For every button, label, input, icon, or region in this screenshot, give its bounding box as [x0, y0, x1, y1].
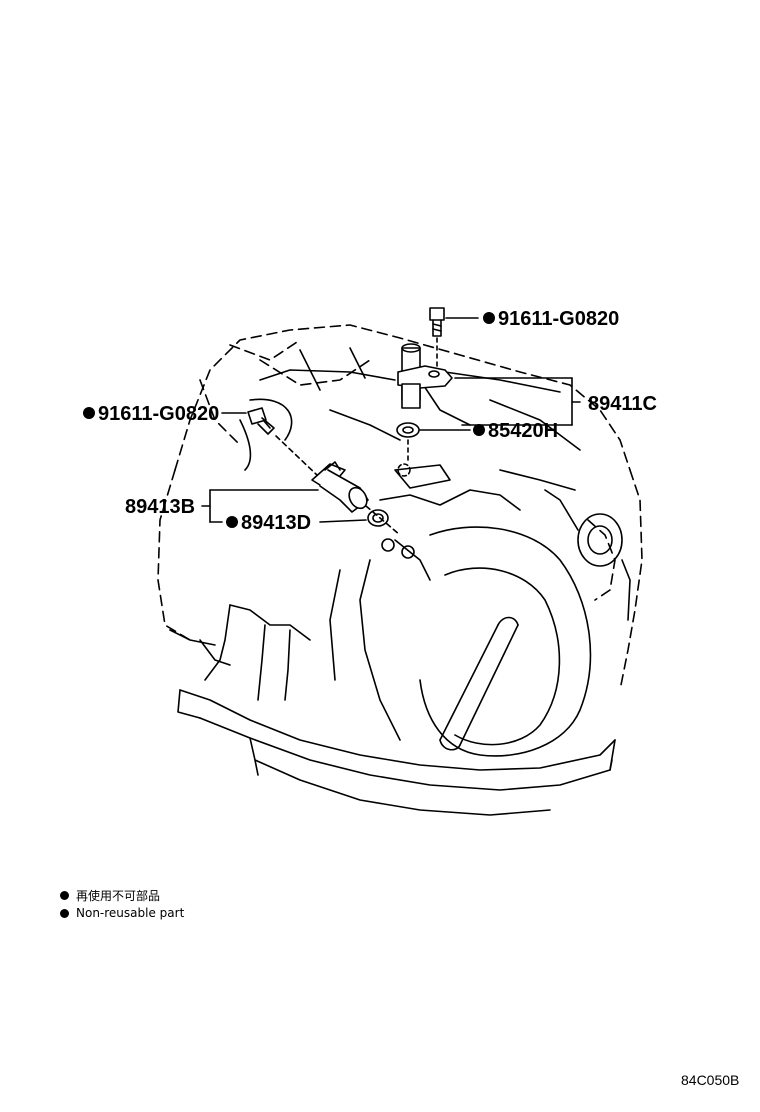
legend-row-english: Non-reusable part — [60, 904, 184, 922]
oil-pan — [169, 604, 616, 816]
callout-speed-sensor: 89413B — [125, 496, 195, 518]
non-reusable-dot-icon — [60, 890, 69, 900]
legend-row-japanese: 再使用不可部品 — [60, 886, 184, 904]
callout-o-ring-sensor: 89413D — [241, 512, 311, 534]
legend: 再使用不可部品 Non-reusable part — [60, 886, 184, 922]
non-reusable-markers — [83, 312, 495, 528]
callout-sensor-bracket: 89411C — [588, 393, 657, 415]
sensor-o-ring — [319, 509, 389, 527]
bracket-o-ring — [396, 422, 471, 461]
non-reusable-dot-icon — [60, 908, 69, 918]
left-bolt — [221, 407, 319, 477]
transmission-case — [329, 463, 521, 741]
diagram-code: 84C050B — [681, 1072, 740, 1088]
converter-housing — [419, 489, 631, 757]
sensor-bracket — [397, 343, 581, 426]
speed-sensor — [201, 461, 401, 536]
callout-o-ring-top: 85420H — [488, 420, 558, 442]
legend-english-text: Non-reusable part — [76, 906, 185, 920]
housing-ribs — [239, 347, 581, 491]
legend-japanese-text: 再使用不可部品 — [76, 888, 161, 903]
top-bolt — [429, 307, 479, 369]
callout-bolt-top: 91611-G0820 — [498, 308, 619, 330]
callout-bolt-left: 91611-G0820 — [98, 403, 219, 425]
